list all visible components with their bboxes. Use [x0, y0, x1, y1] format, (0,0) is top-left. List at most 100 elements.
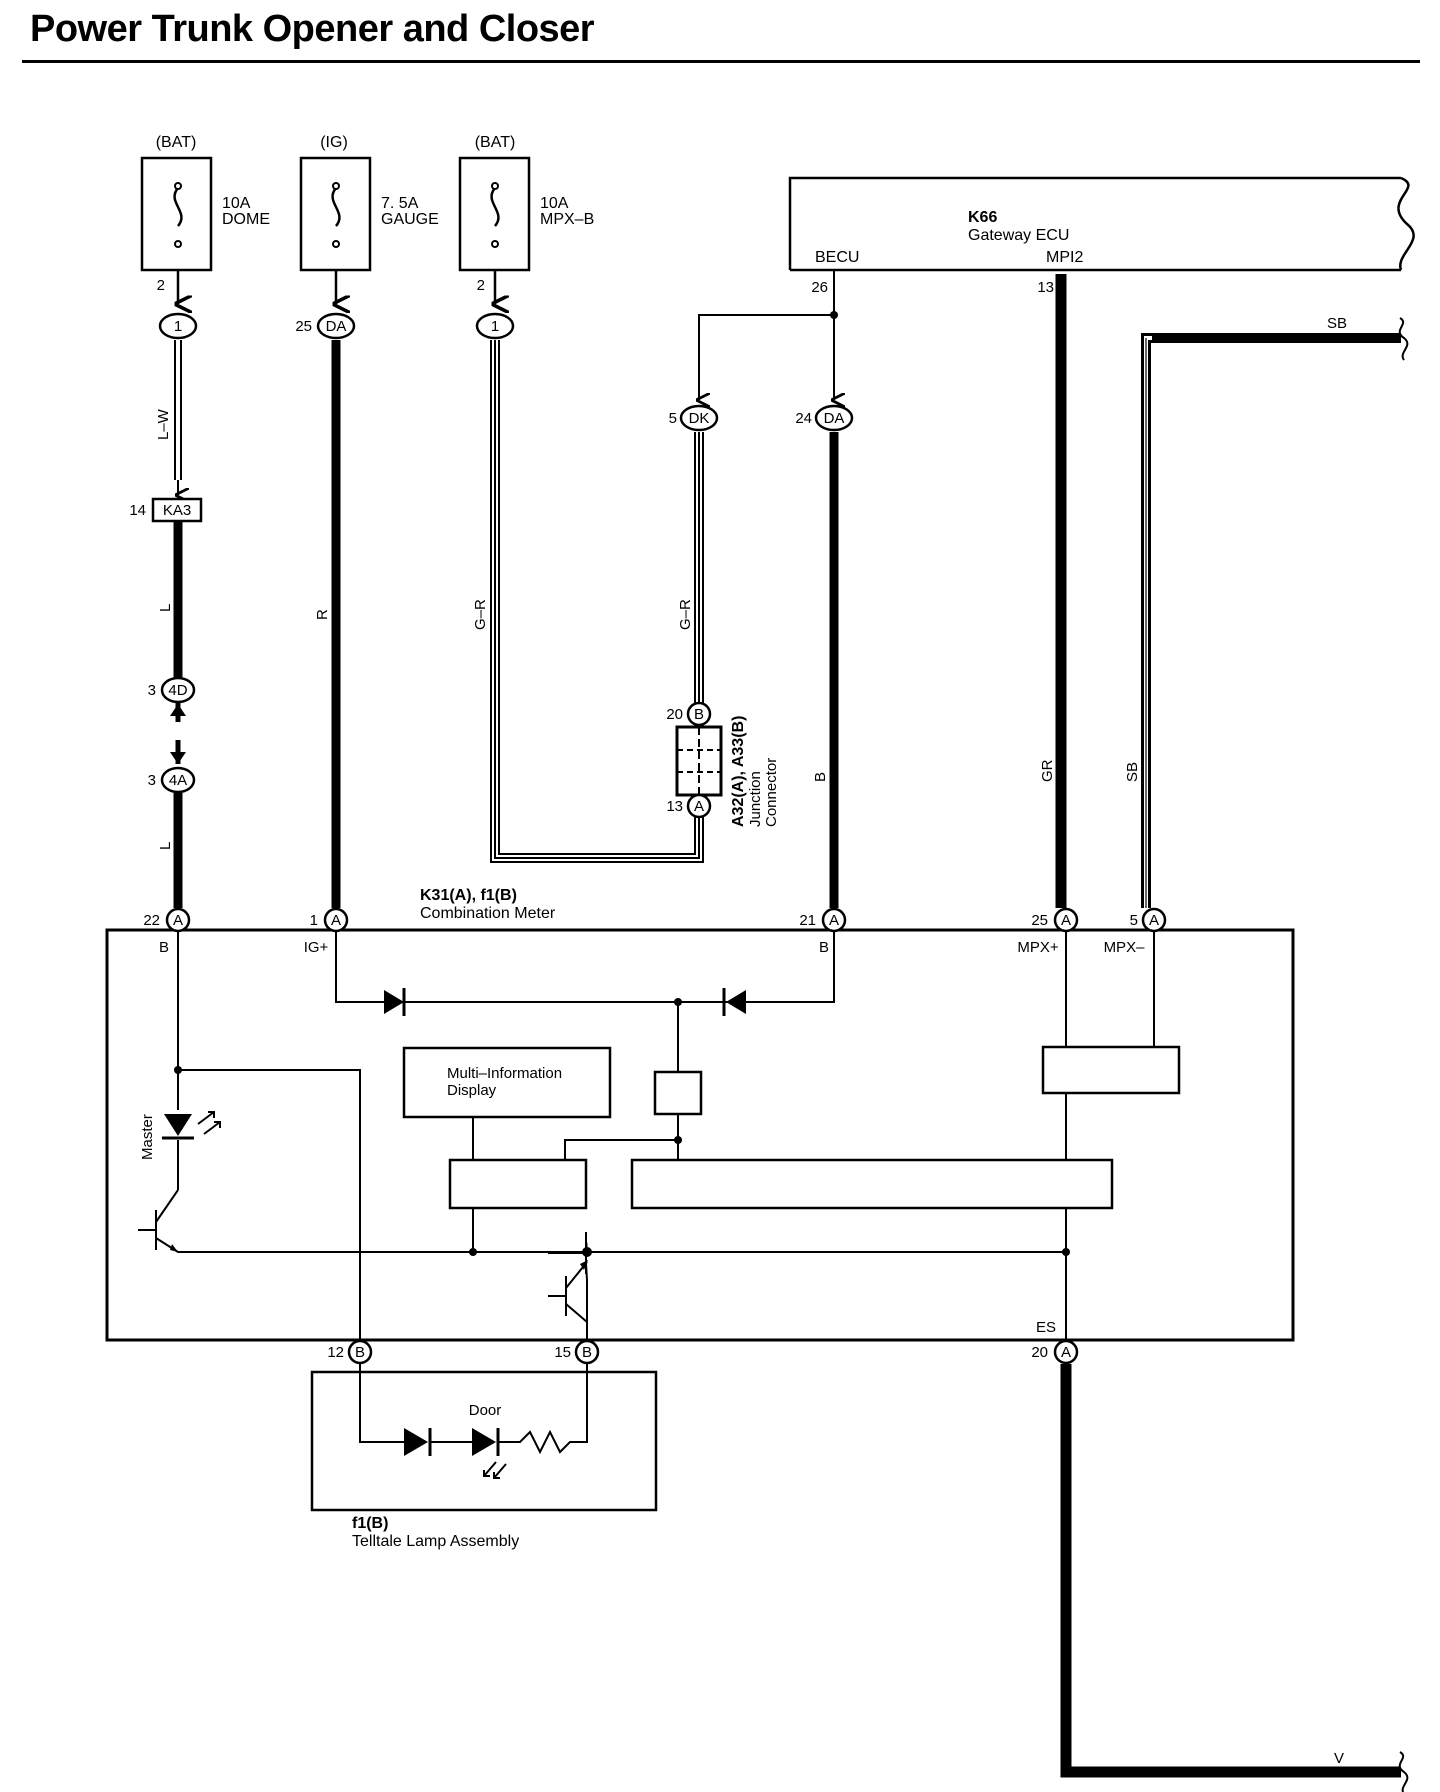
- connector-4a-code: 4A: [169, 772, 187, 789]
- meter-pin-ig-term: IG+: [304, 939, 329, 956]
- meter-pin-es-num: 20: [1031, 1344, 1048, 1361]
- meter-pin-es: A 20: [1031, 1339, 1079, 1365]
- fuse-dome-rating: 10A: [222, 195, 251, 212]
- ecu-term-mpi2: MPI2: [1046, 249, 1083, 266]
- meter-internal-circuit: [138, 931, 1155, 1352]
- connector-da-gauge: DA 25: [295, 312, 356, 340]
- ecu-id: K66: [968, 209, 997, 226]
- meter-pin-mpx-minus-code: A: [1149, 912, 1159, 929]
- fuse-gauge: (IG) 7. 5A GAUGE: [299, 134, 439, 272]
- telltale-door-label: Door: [469, 1402, 502, 1419]
- diode-ig-icon: [384, 990, 404, 1014]
- comm-ic-block: [1041, 1045, 1181, 1095]
- ecu-pin-mpi2: 13: [1037, 279, 1054, 296]
- connector-4d-pin: 3: [148, 682, 156, 699]
- wire-label-lw: L–W: [155, 408, 172, 440]
- master-led-icon: [162, 1111, 221, 1140]
- fuse-dome-name: DOME: [222, 211, 270, 228]
- multi-info-label-2: Display: [447, 1082, 497, 1099]
- junction-line1: Junction: [747, 771, 764, 827]
- meter-pin-ig: A 1 IG+: [304, 907, 349, 956]
- connector-jb-b: B 20: [666, 701, 712, 727]
- meter-pin-b1-num: 22: [143, 912, 160, 929]
- ka3-code: KA3: [163, 502, 191, 519]
- ecu-term-becu: BECU: [815, 249, 859, 266]
- door-led-icon: [472, 1428, 496, 1456]
- wire-label-v: V: [1334, 1750, 1344, 1767]
- meter-pin-15-code: B: [582, 1344, 592, 1361]
- meter-pin-b1-code: A: [173, 912, 183, 929]
- connector-4d: 4D 3: [148, 676, 196, 704]
- meter-pin-b1-term: B: [159, 939, 169, 956]
- meter-pin-b2-num: 21: [799, 912, 816, 929]
- connector-da-gauge-code: DA: [326, 318, 347, 335]
- connector-jb-b-code: B: [694, 706, 704, 723]
- meter-pin-12: B 12: [327, 1339, 373, 1365]
- connector-da-gauge-pin: 25: [295, 318, 312, 335]
- meter-pin-b2-term: B: [819, 939, 829, 956]
- sb-wire-break-symbol: [1398, 317, 1409, 361]
- connector-jb-b-pin: 20: [666, 706, 683, 723]
- connector-1-mpxb-code: 1: [491, 318, 499, 335]
- connector-dk: DK 5: [669, 404, 719, 432]
- ecu-name: Gateway ECU: [968, 227, 1069, 244]
- cpu-block: [630, 1158, 1114, 1210]
- fuse-dome: (BAT) 10A DOME 2: [140, 134, 270, 294]
- connector-1-mpxb: 1: [475, 312, 515, 340]
- wire-label-b: B: [812, 772, 829, 782]
- fuse-gauge-source: (IG): [320, 134, 348, 151]
- fuse-dome-pin: 2: [157, 277, 165, 294]
- wire-label-sb-v: SB: [1124, 762, 1141, 782]
- meter-pin-mpx-minus-term: MPX–: [1104, 939, 1146, 956]
- meter-pin-b2: A 21 B: [799, 907, 847, 956]
- fuse-mpxb-rating: 10A: [540, 195, 569, 212]
- connector-da-becu-code: DA: [824, 410, 845, 427]
- meter-pin-mpx-plus: A 25 MPX+: [1017, 907, 1079, 956]
- fuse-mpxb-symbol: [490, 187, 500, 227]
- transistor-left-icon: [170, 1244, 178, 1252]
- connector-dk-code: DK: [689, 410, 710, 427]
- meter-pin-b1: A 22 B: [143, 907, 191, 956]
- connector-jb-a-code: A: [694, 798, 704, 815]
- junction-connector: A32(A), A33(B) Junction Connector: [675, 716, 780, 827]
- diode-b-icon: [726, 990, 746, 1014]
- wire-label-l1: L: [157, 604, 174, 612]
- wire-label-gr2: G–R: [677, 599, 694, 630]
- meter-pin-mpx-plus-num: 25: [1031, 912, 1048, 929]
- meter-pin-12-code: B: [355, 1344, 365, 1361]
- connector-1-dome-code: 1: [174, 318, 182, 335]
- connector-da-becu: DA 24: [795, 404, 854, 432]
- connector-dk-pin: 5: [669, 410, 677, 427]
- telltale-id: f1(B): [352, 1515, 388, 1532]
- fuse-dome-source: (BAT): [156, 134, 197, 151]
- connector-4a-pin: 3: [148, 772, 156, 789]
- page-title: Power Trunk Opener and Closer: [30, 8, 595, 50]
- connector-jb-a: A 13: [666, 793, 712, 819]
- meter-es-term: ES: [1036, 1319, 1056, 1336]
- power-block: [653, 1070, 703, 1116]
- fuse-gauge-rating: 7. 5A: [381, 195, 419, 212]
- telltale-diode-icon: [404, 1428, 428, 1456]
- gateway-ecu: K66 Gateway ECU BECU MPI2 26 13: [788, 176, 1415, 296]
- title-rule: [22, 60, 1420, 63]
- meter-name: Combination Meter: [420, 905, 556, 922]
- connector-1-dome: 1: [158, 312, 198, 340]
- wire-label-gr3: GR: [1039, 759, 1056, 782]
- ecu-break-symbol: [1397, 176, 1415, 271]
- wire-label-r: R: [314, 609, 331, 620]
- multi-info-display-block: [402, 1046, 612, 1119]
- master-label: Master: [139, 1114, 156, 1160]
- wire-label-gr1: G–R: [472, 599, 489, 630]
- fuse-mpxb-pin: 2: [477, 277, 485, 294]
- fuse-dome-symbol: [173, 187, 183, 227]
- telltale-name: Telltale Lamp Assembly: [352, 1533, 519, 1550]
- telltale-lamp-assembly: Door f1(B) Telltale Lamp Assembly: [310, 1363, 658, 1550]
- fuse-mpxb: (BAT) 10A MPX–B 2: [458, 134, 594, 294]
- driver-block: [448, 1158, 588, 1210]
- v-wire-break-symbol: [1398, 1751, 1409, 1792]
- meter-pin-15: B 15: [554, 1339, 600, 1365]
- connector-jb-a-pin: 13: [666, 798, 683, 815]
- ka3-pin: 14: [129, 502, 146, 519]
- connector-4d-code: 4D: [168, 682, 187, 699]
